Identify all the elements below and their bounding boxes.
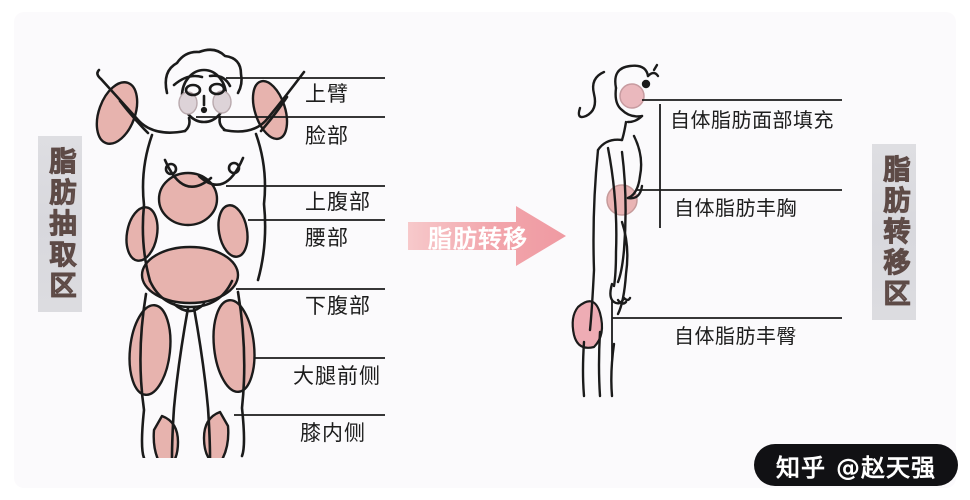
donor-label-waist: 腰部 (305, 226, 349, 250)
fat-zone-upper-arm-right (251, 79, 289, 141)
leg-left-outer (139, 292, 148, 458)
side-body-recipient-figure (571, 63, 660, 398)
fat-zone-waist-right (217, 204, 249, 258)
fat-zone-breast (606, 184, 638, 216)
hair-side (614, 64, 650, 90)
eye-side (641, 79, 651, 89)
fat-zone-lower-abdomen (140, 245, 240, 305)
arm-right-inner (259, 95, 289, 133)
donor-label-face: 脸部 (305, 124, 349, 148)
arm-left-inner (118, 99, 150, 135)
fat-zone-thigh-right (212, 299, 256, 393)
back-line (588, 148, 600, 332)
ponytail (577, 70, 606, 119)
eye-left (184, 83, 202, 97)
recipient-label-breast: 自体脂肪丰胸 (674, 196, 797, 220)
watermark-author: @赵天强 (836, 453, 936, 482)
neck (183, 115, 227, 133)
hip-line (148, 279, 234, 309)
breast-underline (626, 184, 644, 200)
watermark-platform: 知乎 (776, 453, 826, 482)
chest-front (626, 134, 643, 200)
fat-zone-thigh-left (128, 303, 172, 397)
donor-label-thigh: 大腿前侧 (293, 364, 381, 388)
donor-label-upper-abdomen: 上腹部 (305, 190, 371, 214)
leg-right-inner (192, 306, 212, 458)
fat-zone-upper-arm-left (95, 81, 139, 145)
nipple-right (227, 161, 241, 175)
hand-side (609, 282, 632, 305)
recipient-zone-panel: 脂肪转移区 (872, 144, 916, 320)
nipple-left (164, 162, 178, 176)
leg-front (610, 342, 616, 398)
recipient-label-buttock: 自体脂肪丰臀 (674, 324, 797, 348)
torso-right (254, 132, 267, 282)
hair-outline (164, 48, 243, 95)
donor-label-upper-arm: 上臂 (305, 82, 349, 106)
groin (172, 302, 206, 313)
hair-tuft (646, 63, 660, 78)
fat-zone-face-fill (619, 83, 645, 109)
fat-zone-buttock (571, 300, 604, 349)
leg-back (581, 340, 586, 398)
arrow-shape (408, 206, 566, 266)
fat-zone-group (95, 79, 289, 458)
arm-side-outer (606, 146, 618, 288)
donor-label-lower-abdomen: 下腹部 (305, 294, 371, 318)
leg-left-inner (170, 306, 190, 458)
watermark-badge: 知乎 @赵天强 (754, 444, 958, 486)
leg-mid (597, 330, 602, 398)
donor-label-knee: 膝内侧 (300, 421, 366, 445)
leg-right-outer (236, 290, 246, 458)
eye-right (208, 82, 226, 96)
face-profile (614, 86, 644, 118)
torso-left (141, 133, 154, 283)
fat-zone-upper-abdomen (157, 171, 219, 227)
recipient-label-face-fill: 自体脂肪面部填充 (670, 108, 834, 132)
donor-zone-panel: 脂肪抽取区 (38, 136, 82, 312)
front-body-donor-figure (95, 48, 306, 458)
chin (626, 114, 644, 124)
neck-side (620, 120, 628, 142)
shoulders (137, 116, 270, 134)
fat-transfer-arrow (408, 206, 566, 266)
mouth (200, 106, 208, 114)
recipient-zone-panel-label: 脂肪转移区 (878, 154, 910, 310)
arm-right (266, 70, 306, 120)
donor-zone-panel-label: 脂肪抽取区 (44, 146, 76, 302)
shoulder-side (596, 138, 624, 152)
arm-side-inner (616, 150, 627, 284)
